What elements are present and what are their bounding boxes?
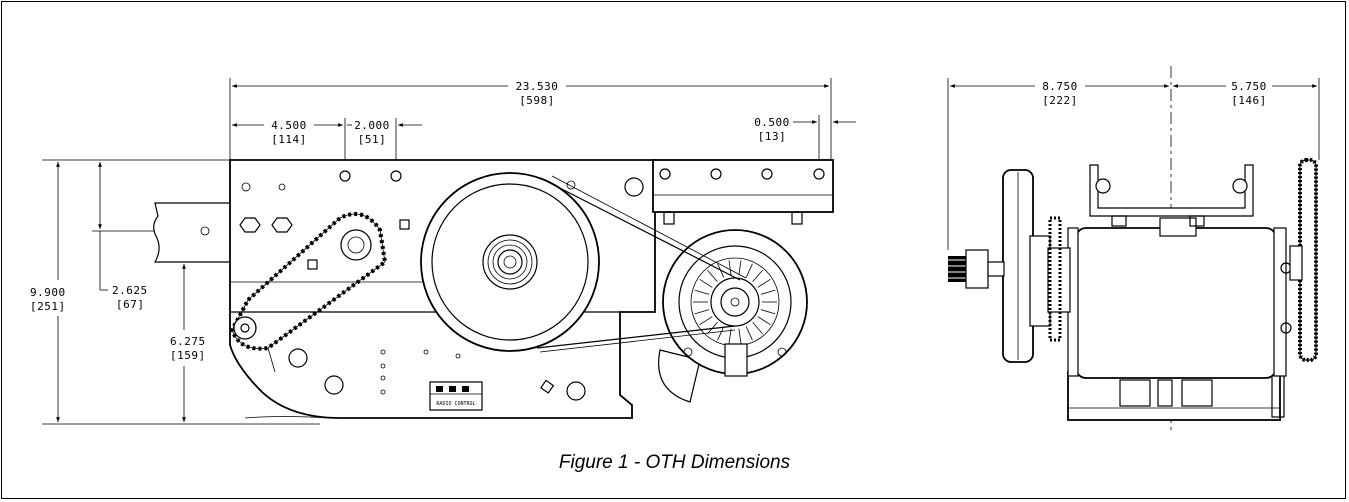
- motor-vent-slot: [738, 328, 742, 344]
- overall-height-mm: [251]: [30, 300, 66, 313]
- end-view: 8.750 [222] 5.750 [146]: [947, 66, 1320, 430]
- motor-vent-slot: [738, 260, 742, 276]
- front-offset-mm: [114]: [271, 133, 307, 146]
- dimension-rear-offset: 0.500 [13]: [754, 116, 856, 143]
- motor-vent-slot: [717, 326, 725, 341]
- end-right-width-in: 5.750: [1231, 80, 1267, 93]
- terminal-label: RADIO CONTROL: [436, 401, 475, 407]
- overall-height-in: 9.900: [30, 286, 66, 299]
- end-shaft: [948, 249, 1005, 289]
- motor-vent-slot: [699, 278, 713, 288]
- motor-vent-slot: [745, 263, 753, 278]
- motor-vent-slot: [752, 269, 763, 282]
- motor-bracket: [652, 159, 834, 225]
- dimension-front-offset: 4.500 [114]: [232, 119, 343, 146]
- large-pulley: [420, 172, 600, 352]
- motor-vent-slot: [760, 309, 776, 315]
- motor-vent-slot: [707, 269, 718, 282]
- motor-vent-slot: [757, 316, 771, 326]
- rail-height-in: 6.275: [170, 335, 206, 348]
- dimension-overall-length: 23.530 [598]: [232, 80, 829, 107]
- dimension-rail-height: 6.275 [159]: [170, 264, 206, 422]
- end-motor-body: [1067, 217, 1292, 379]
- motor-vent-slot: [760, 289, 776, 295]
- hole-spacing-in: 2.000: [354, 119, 390, 132]
- dimension-rail-offset: 2.625 [67]: [98, 162, 148, 311]
- overall-length-in: 23.530: [516, 80, 559, 93]
- rail-offset-mm: [67]: [116, 298, 145, 311]
- terminal-block: RADIO CONTROL: [429, 381, 483, 411]
- rail-tube: [153, 202, 233, 263]
- dimension-end-left-width: 8.750 [222]: [950, 80, 1169, 107]
- rail-offset-in: 2.625: [112, 284, 148, 297]
- motor-vent-slot: [728, 328, 732, 344]
- overall-length-mm: [598]: [519, 94, 555, 107]
- end-bracket: [1089, 164, 1254, 227]
- dimension-hole-spacing: 2.000 [51]: [347, 119, 422, 146]
- motor-vent-slot: [728, 260, 732, 276]
- front-offset-in: 4.500: [271, 119, 307, 132]
- end-left-width-in: 8.750: [1042, 80, 1078, 93]
- dimension-end-right-width: 5.750 [146]: [1173, 80, 1317, 107]
- motor-vent-slot: [757, 278, 771, 288]
- end-extension-lines: [947, 78, 1320, 250]
- end-pulley-disc: [1002, 169, 1071, 363]
- drive-belt: [536, 175, 747, 353]
- rear-offset-mm: [13]: [758, 130, 787, 143]
- dimension-overall-height: 9.900 [251]: [30, 162, 66, 422]
- end-right-width-mm: [146]: [1231, 94, 1267, 107]
- rail-height-mm: [159]: [170, 349, 206, 362]
- side-view: 23.530 [598] 4.500 [114] 2.000 [51] 0.50…: [30, 78, 856, 425]
- motor-vent-slot: [745, 326, 753, 341]
- end-base: [1067, 371, 1285, 421]
- motor: [658, 229, 808, 403]
- figure-caption: Figure 1 - OTH Dimensions: [558, 452, 791, 473]
- motor-vent-slot: [694, 289, 710, 295]
- hole-spacing-mm: [51]: [358, 133, 387, 146]
- end-gear: [1289, 158, 1318, 362]
- motor-vent-slot: [752, 322, 763, 335]
- motor-vent-slot: [699, 316, 713, 326]
- end-left-width-mm: [222]: [1042, 94, 1078, 107]
- chain-drive: [229, 212, 388, 373]
- rear-offset-in: 0.500: [754, 116, 790, 129]
- motor-vent-slot: [694, 309, 710, 315]
